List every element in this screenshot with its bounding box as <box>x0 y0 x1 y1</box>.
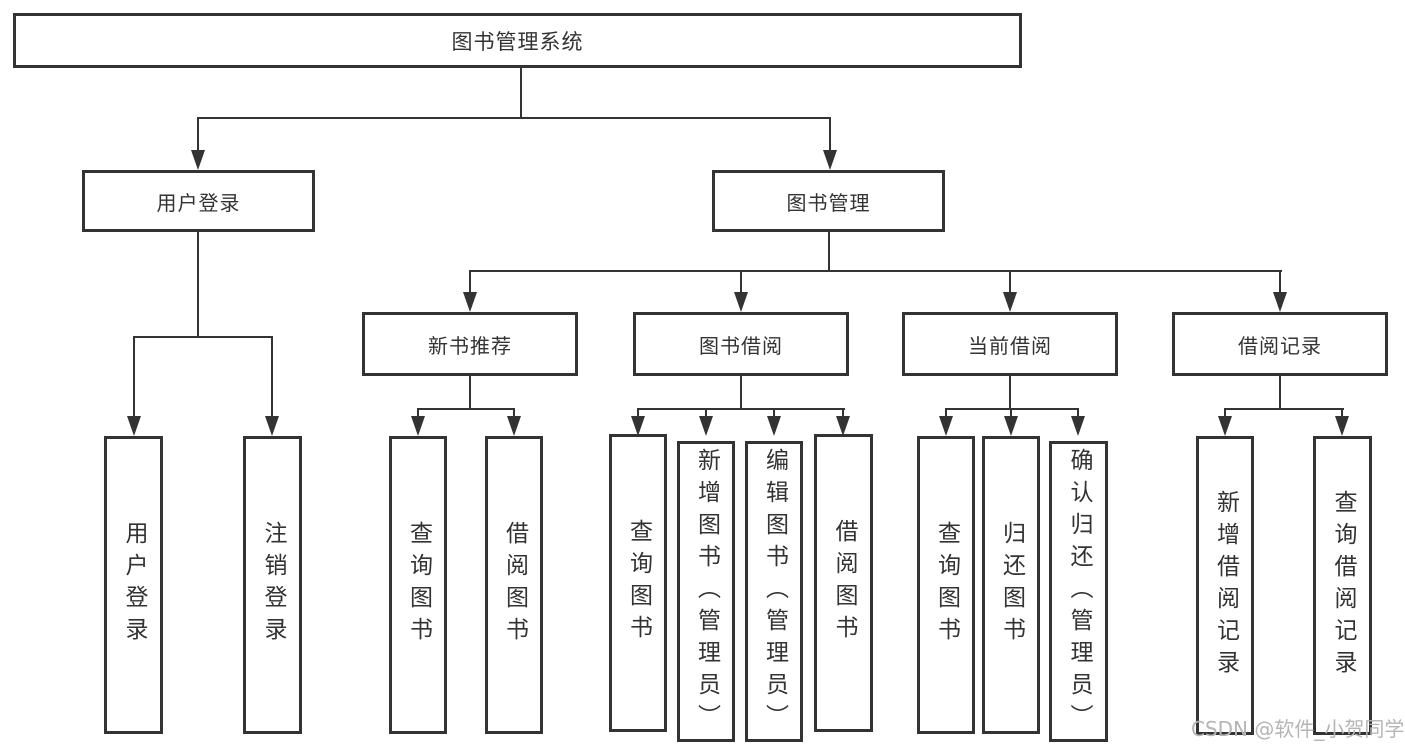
connector-line <box>417 408 515 410</box>
node-edit-books-admin: 编辑图书（管理员） <box>745 441 803 742</box>
connector-line <box>469 270 1282 272</box>
connector-line <box>705 408 707 420</box>
connector-line <box>271 336 273 418</box>
connector-line <box>513 408 515 420</box>
connector-line <box>1279 376 1281 410</box>
arrow-down-icon <box>734 292 748 312</box>
arrow-down-icon <box>265 416 279 436</box>
node-add-borrow-record: 新增借阅记录 <box>1196 436 1254 735</box>
arrow-down-icon <box>127 416 141 436</box>
connector-line <box>469 270 471 294</box>
connector-line <box>773 408 775 420</box>
node-add-books-admin: 新增图书（管理员） <box>677 441 735 742</box>
connector-line <box>197 117 199 152</box>
arrow-down-icon <box>411 416 425 436</box>
arrow-down-icon <box>507 416 521 436</box>
arrow-down-icon <box>823 150 837 170</box>
connector-line <box>1009 376 1011 410</box>
node-return-books: 归还图书 <box>982 436 1040 734</box>
node-user-login: 用户登录 <box>82 170 315 232</box>
arrow-down-icon <box>836 416 850 436</box>
connector-line <box>740 376 742 410</box>
connector-line <box>520 68 522 119</box>
node-logout: 注销登录 <box>243 436 302 734</box>
arrow-down-icon <box>1335 416 1349 436</box>
arrow-down-icon <box>1003 292 1017 312</box>
node-confirm-return-admin: 确认归还（管理员） <box>1049 441 1108 742</box>
arrow-down-icon <box>767 416 781 436</box>
connector-line <box>417 408 419 420</box>
connector-line <box>1010 408 1012 420</box>
node-borrow-books-newbook: 借阅图书 <box>485 436 543 734</box>
node-library-management-system: 图书管理系统 <box>13 13 1022 68</box>
arrow-down-icon <box>1071 416 1085 436</box>
node-book-borrow: 图书借阅 <box>633 312 849 376</box>
arrow-down-icon <box>939 416 953 436</box>
connector-line <box>1224 408 1344 410</box>
connector-line <box>637 408 639 420</box>
connector-line <box>1224 408 1226 420</box>
connector-line <box>133 336 135 418</box>
connector-line <box>469 376 471 410</box>
node-query-books-borrow: 查询图书 <box>609 434 667 732</box>
watermark: CSDN @软件_小贺同学 <box>1191 717 1405 741</box>
node-query-books-current: 查询图书 <box>917 436 975 734</box>
connector-line <box>133 336 273 338</box>
connector-line <box>1341 408 1343 420</box>
node-new-book-recommend: 新书推荐 <box>362 312 578 376</box>
connector-line <box>1077 408 1079 420</box>
connector-line <box>197 232 199 338</box>
connector-line <box>1279 270 1281 294</box>
node-borrow-records: 借阅记录 <box>1172 312 1388 376</box>
node-query-borrow-record: 查询借阅记录 <box>1313 436 1372 735</box>
arrow-down-icon <box>1273 292 1287 312</box>
node-current-borrow: 当前借阅 <box>902 312 1118 376</box>
connector-line <box>842 408 844 420</box>
node-borrow-books-borrow: 借阅图书 <box>814 434 873 732</box>
connector-line <box>740 270 742 294</box>
arrow-down-icon <box>1218 416 1232 436</box>
connector-line <box>828 232 830 272</box>
connector-line <box>945 408 947 420</box>
connector-line <box>197 117 831 119</box>
connector-line <box>1009 270 1011 294</box>
node-query-books-newbook: 查询图书 <box>389 436 447 734</box>
node-user-login-leaf: 用户登录 <box>104 436 163 734</box>
connector-line <box>829 117 831 152</box>
connector-line <box>945 408 1079 410</box>
arrow-down-icon <box>463 292 477 312</box>
node-book-management: 图书管理 <box>712 170 945 232</box>
arrow-down-icon <box>699 416 713 436</box>
arrow-down-icon <box>631 416 645 436</box>
connector-line <box>637 408 845 410</box>
arrow-down-icon <box>191 150 205 170</box>
arrow-down-icon <box>1004 416 1018 436</box>
